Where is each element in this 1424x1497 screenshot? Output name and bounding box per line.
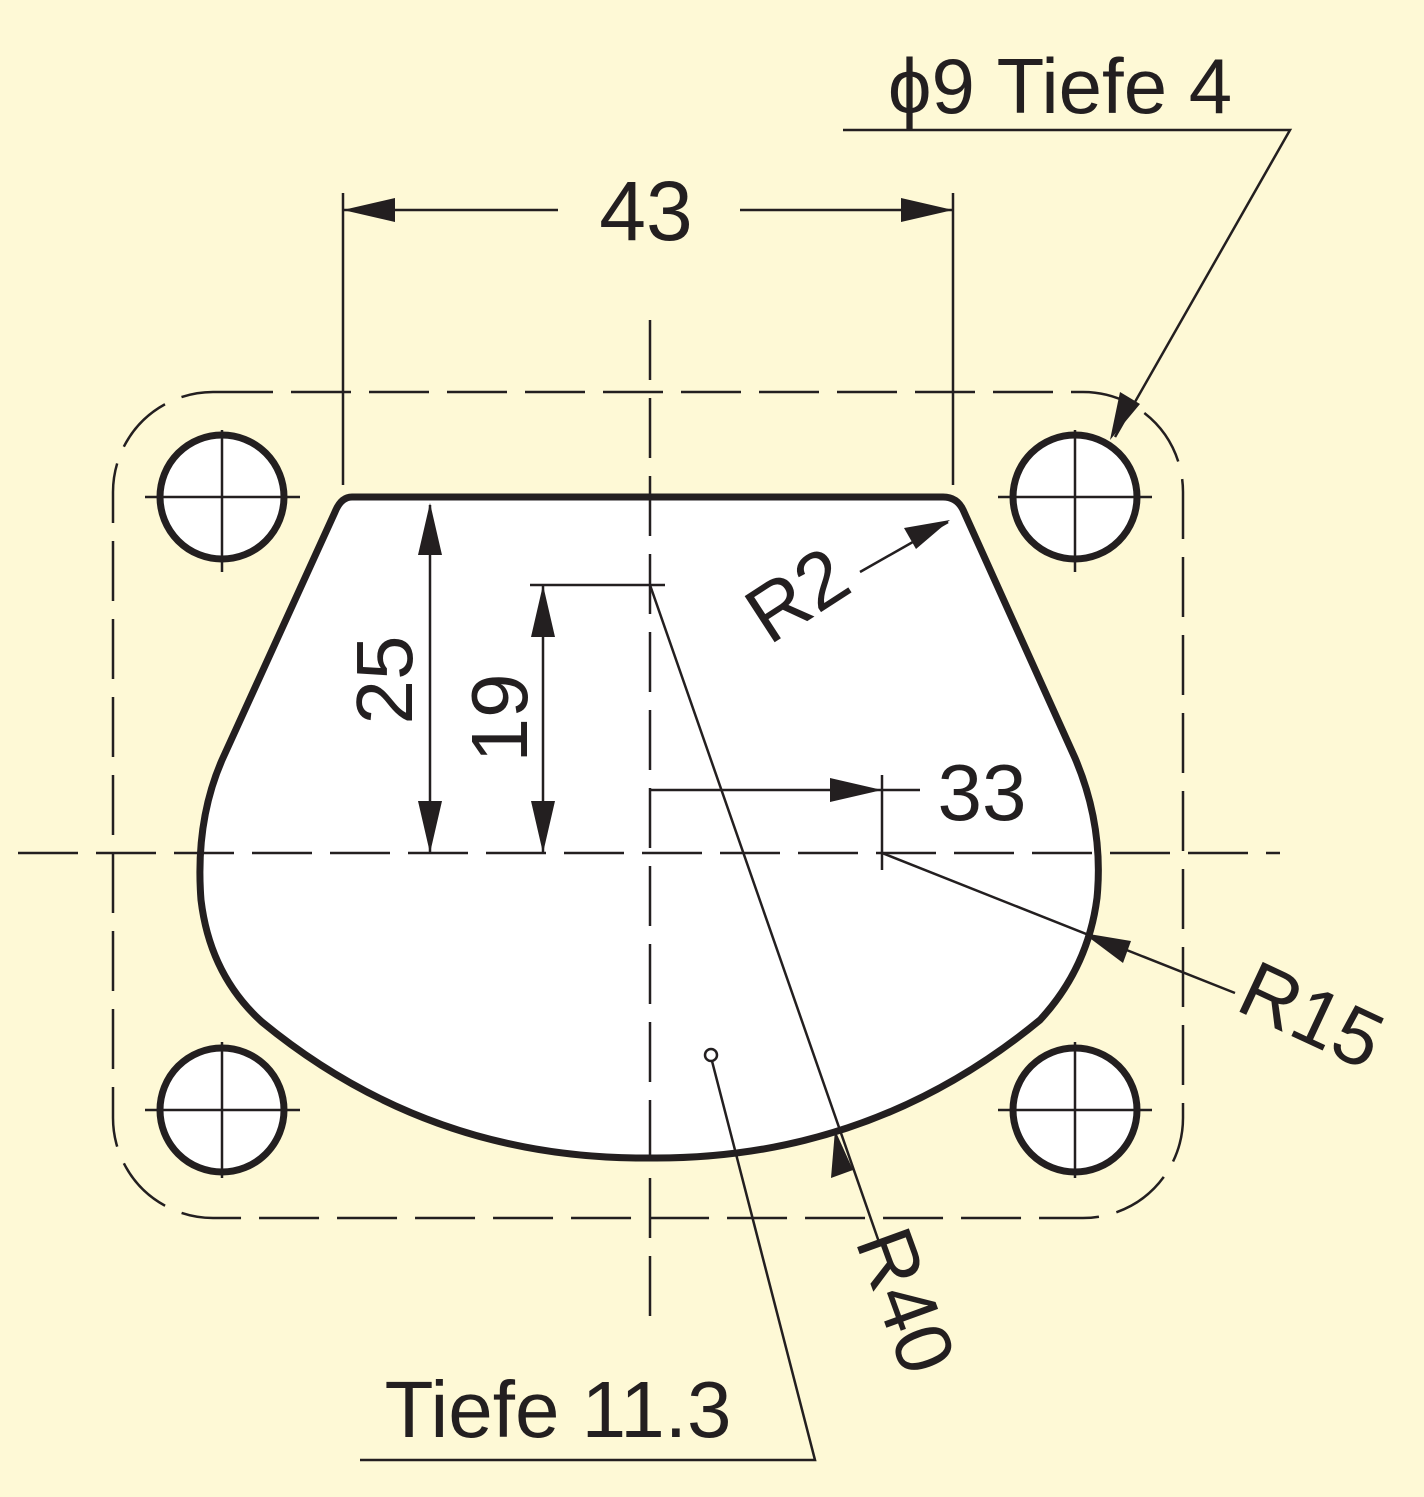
svg-text:Tiefe 11.3: Tiefe 11.3 [385, 1365, 732, 1454]
svg-text:19: 19 [455, 674, 544, 763]
svg-text:43: 43 [599, 164, 692, 258]
svg-text:ϕ9 Tiefe 4: ϕ9 Tiefe 4 [888, 42, 1232, 130]
svg-text:R40: R40 [839, 1216, 973, 1384]
dimension-19: 19 [455, 583, 665, 853]
dimension-25: 25 [340, 503, 442, 853]
mounting-holes [145, 430, 1152, 1178]
dimension-33: 33 [650, 748, 1026, 870]
svg-text:R15: R15 [1226, 944, 1397, 1087]
svg-text:33: 33 [938, 748, 1027, 837]
hole-callout: ϕ9 Tiefe 4 [843, 42, 1293, 440]
dimension-43: 43 [341, 164, 955, 485]
pocket-depth-callout: Tiefe 11.3 [360, 1047, 817, 1462]
flange-outline [111, 390, 1185, 1220]
svg-text:25: 25 [340, 636, 429, 725]
